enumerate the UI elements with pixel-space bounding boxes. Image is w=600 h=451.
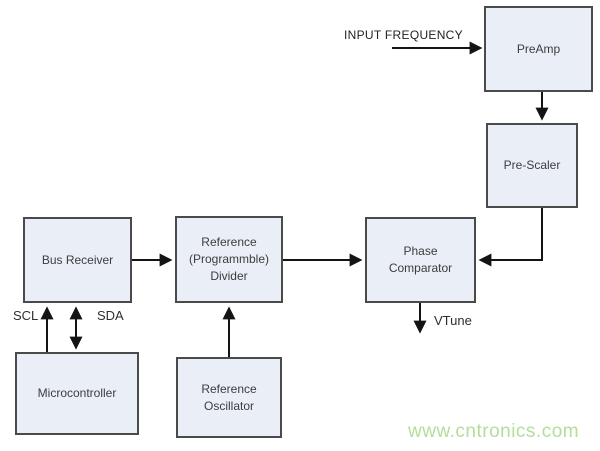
prescaler-box: Pre-Scaler — [486, 123, 578, 208]
vtune-label: VTune — [434, 313, 472, 328]
watermark-text: www.cntronics.com — [408, 421, 580, 442]
connector-prescaler-to-phase-comparator — [478, 208, 543, 267]
sda-label: SDA — [97, 308, 124, 323]
preamp-box: PreAmp — [484, 6, 593, 92]
reference-divider-box: Reference (Programmble) Divider — [175, 216, 283, 303]
scl-label: SCL — [13, 308, 39, 323]
reference-oscillator-box: Reference Oscillator — [176, 357, 282, 438]
input-frequency-label: INPUT FREQUENCY — [344, 28, 463, 42]
bus-receiver-box: Bus Receiver — [23, 217, 132, 303]
phase-comparator-box: Phase Comparator — [365, 217, 476, 303]
microcontroller-box: Microcontroller — [15, 352, 139, 435]
